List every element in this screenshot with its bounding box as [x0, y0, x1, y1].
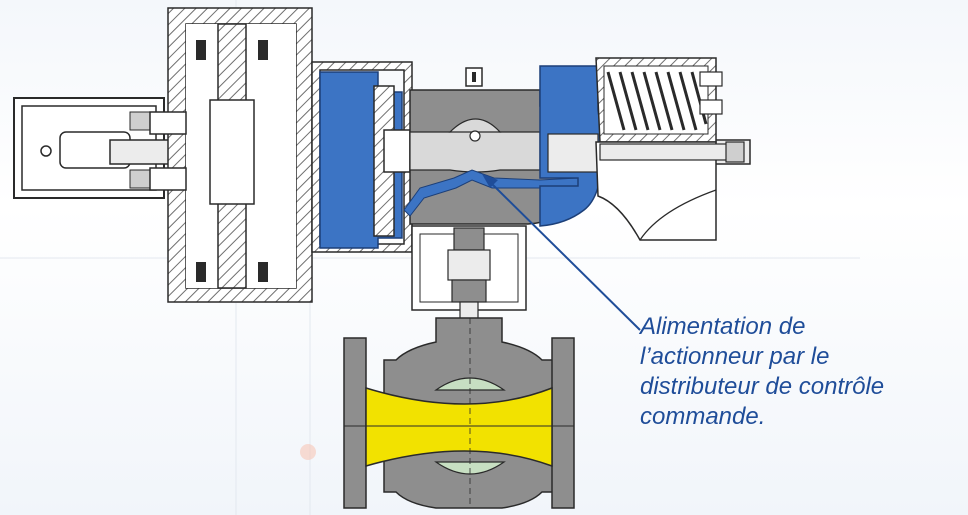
annotation-line-4: commande.: [640, 403, 766, 430]
valve-body: [343, 317, 575, 509]
annotation-line-2: l’actionneur par le: [640, 343, 830, 370]
callout-annotation: Alimentation de l’actionneur par le dist…: [640, 312, 960, 432]
hydraulic-chamber-left: [319, 71, 411, 249]
yoke-bracket: [411, 225, 527, 323]
annotation-line-1: Alimentation de: [640, 313, 806, 340]
callout-arrow: [482, 174, 641, 331]
hydraulic-chamber-right: [539, 65, 603, 227]
spring-housing: [595, 57, 745, 241]
left-cylinder-housing: [149, 7, 313, 303]
background-dot: [300, 444, 316, 460]
annotation-line-3: distributeur de contrôle: [640, 373, 885, 400]
